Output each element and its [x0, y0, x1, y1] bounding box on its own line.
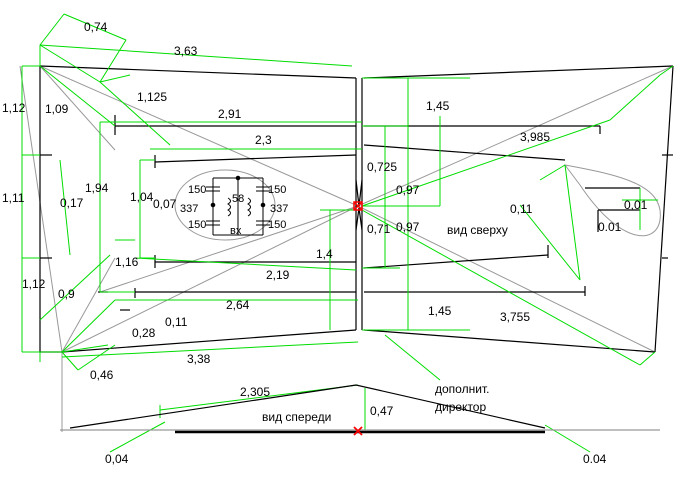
label-0-74: 0,74 — [84, 20, 108, 34]
top-view-caption: вид сверху — [447, 223, 508, 237]
front-view — [60, 384, 660, 434]
label-1-45-top: 1,45 — [426, 99, 450, 113]
circuit-labels: 150 150 337 337 150 150 58 вх — [180, 184, 288, 237]
extra-director-caption-1: дополнит. — [435, 382, 489, 396]
input-label: вх — [230, 225, 242, 237]
label-1-09: 1,09 — [45, 102, 69, 116]
label-1-125: 1,125 — [137, 90, 167, 104]
label-3-63: 3,63 — [174, 44, 198, 58]
label-2-19: 2,19 — [266, 268, 290, 282]
cap-150-br: 150 — [268, 219, 286, 231]
label-0-97-b: 0,97 — [396, 220, 420, 234]
antenna-elements — [39, 65, 674, 353]
label-0-01-a: 0,01 — [624, 198, 648, 212]
coil-337-r: 337 — [270, 203, 288, 215]
label-0-9: 0,9 — [58, 287, 75, 301]
extra-director-caption-2: директор — [435, 400, 486, 414]
feed-point-top — [353, 201, 363, 211]
label-1-16: 1,16 — [115, 255, 139, 269]
cap-150-tl: 150 — [188, 184, 206, 196]
matching-circuit — [206, 175, 270, 236]
label-3-755: 3,755 — [500, 310, 530, 324]
label-0-47: 0,47 — [370, 404, 394, 418]
coil-337-l: 337 — [180, 203, 198, 215]
label-0-17: 0,17 — [60, 196, 84, 210]
label-2-91: 2,91 — [218, 107, 242, 121]
label-1-94: 1,94 — [85, 181, 109, 195]
label-1-12-bottom: 1,12 — [22, 277, 46, 291]
value-58: 58 — [232, 193, 244, 205]
label-0-04-left: 0,04 — [105, 452, 129, 466]
feed-point-front — [353, 426, 363, 436]
label-1-11: 1,11 — [2, 191, 25, 205]
label-2-305: 2,305 — [240, 385, 270, 399]
cap-150-tr: 150 — [268, 184, 286, 196]
label-0-07: 0,07 — [153, 197, 177, 211]
dimension-labels: 0,74 3,63 1,12 1,09 1,125 2,91 1,45 3,98… — [2, 20, 648, 466]
captions: вид сверху вид спереди дополнит. директо… — [262, 223, 508, 424]
label-3-985: 3,985 — [520, 130, 550, 144]
label-0-11-right: 0,11 — [510, 202, 533, 216]
label-3-38: 3,38 — [187, 352, 211, 366]
label-1-45-bottom: 1,45 — [428, 304, 452, 318]
label-0-01-b: 0.01 — [598, 220, 622, 234]
label-1-4: 1,4 — [316, 247, 333, 261]
label-0-97-a: 0,97 — [396, 183, 420, 197]
label-0-28: 0,28 — [132, 326, 156, 340]
label-0-04-right: 0.04 — [583, 452, 607, 466]
label-0-11-left: 0,11 — [165, 315, 188, 329]
label-0-725: 0,725 — [367, 160, 397, 174]
guide-lines — [19, 65, 674, 432]
cap-150-bl: 150 — [188, 219, 206, 231]
front-view-caption: вид спереди — [262, 410, 331, 424]
label-2-3: 2,3 — [255, 133, 272, 147]
label-2-64: 2,64 — [226, 298, 250, 312]
label-1-04: 1,04 — [130, 190, 154, 204]
label-1-12-top: 1,12 — [2, 101, 26, 115]
label-0-46: 0,46 — [90, 368, 114, 382]
label-0-71: 0,71 — [367, 222, 391, 236]
